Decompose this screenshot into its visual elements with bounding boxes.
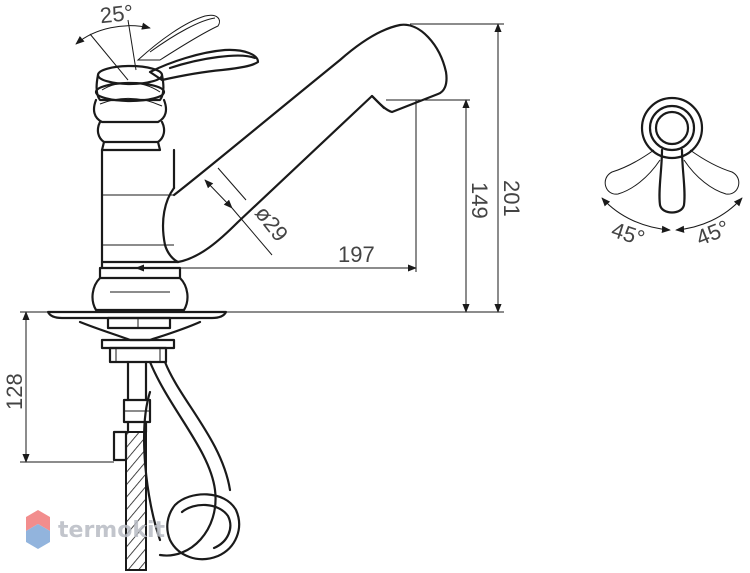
label-spout-reach: 197 [338,242,375,267]
rotation-dimensions [601,197,743,233]
label-spout-diameter: ø29 [250,201,293,246]
faucet-body [91,148,189,312]
label-lever-angle: 25° [99,0,135,28]
cartridge-cap [92,64,168,152]
termokit-watermark: termokit [26,510,165,549]
label-rotation-right: 45° [693,215,733,251]
dimension-lines [20,19,504,463]
mounting-plate [46,310,430,364]
pullout-hose-loop [143,360,241,561]
label-hose-depth: 128 [2,373,27,410]
faucet-top-view [604,96,740,214]
termokit-logo-icon [26,510,50,549]
lever-handle [136,14,260,82]
pull-out-spout [172,23,448,264]
label-total-height: 201 [499,180,524,217]
faucet-side-view [46,14,448,571]
termokit-watermark-text: termokit [58,518,165,543]
label-rotation-left: 45° [608,217,647,251]
supply-hose [112,360,152,571]
label-spout-height: 149 [467,182,492,219]
